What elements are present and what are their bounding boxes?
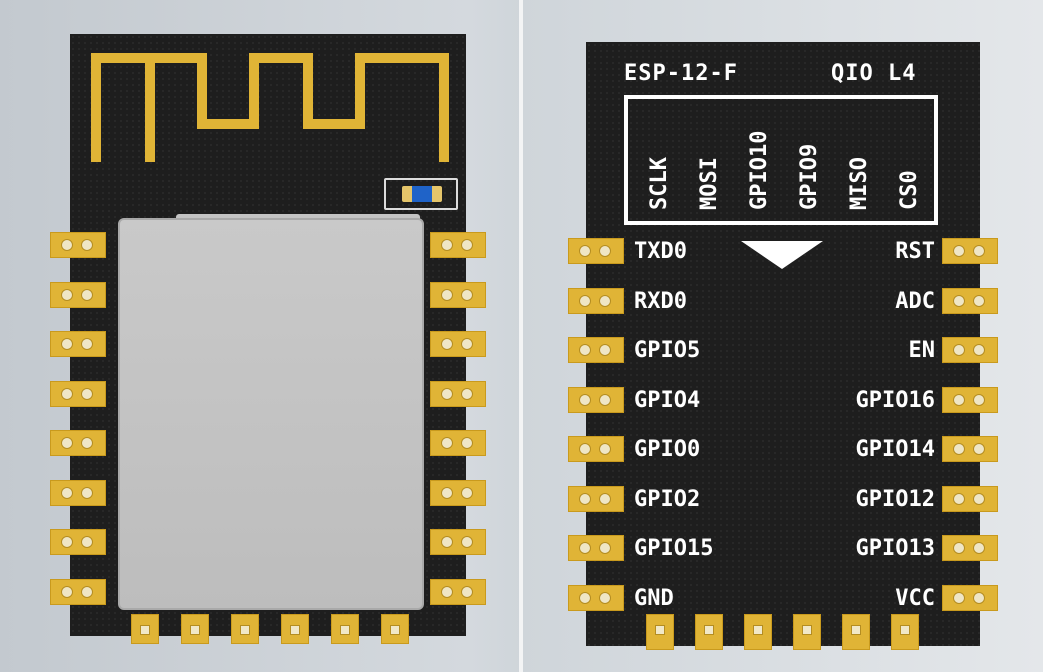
flash-pin-label: MOSI [697,157,722,210]
flash-pin-label: SCLK [647,157,672,210]
front-left-pad [50,479,106,506]
front-left-pad [50,529,106,555]
back-left-pad [568,535,624,561]
front-bottom-pad [181,614,209,644]
flash-pin-label: CS0 [897,170,922,210]
back-right-pad [942,386,998,413]
back-left-pad [568,584,624,611]
front-right-pad [430,331,486,357]
right-pin-label: GPIO14 [855,437,935,462]
left-pin-label: GPIO15 [634,536,714,561]
back-left-pad [568,485,624,512]
flash-pin-label: GPIO9 [797,143,822,210]
front-bottom-pad [281,614,309,644]
left-pin-label: GPIO5 [634,338,701,363]
right-pin-label: GPIO12 [855,486,935,512]
flash-pin-label: MISO [847,157,872,210]
front-right-pad [430,479,486,506]
back-left-pad [568,436,624,462]
back-left-pad [568,238,624,264]
front-left-pad [50,232,106,258]
back-right-pad [942,287,998,314]
right-pin-label: ADC [895,288,935,314]
left-pin-label: GPIO2 [634,486,701,512]
back-bottom-pad [744,614,772,650]
front-bottom-pad [231,614,259,644]
left-pin-label: RXD0 [634,288,687,314]
left-pin-label: GPIO0 [634,437,701,462]
front-bottom-pad [331,614,359,644]
left-pin-label: GPIO4 [634,387,701,413]
back-right-pad [942,535,998,561]
right-pin-label: RST [895,239,935,264]
module-pinout-board [586,42,980,646]
back-right-pad [942,238,998,264]
orientation-arrow [741,241,823,269]
front-left-pad [50,380,106,407]
pcb-antenna-trace [91,53,449,162]
flash-pin-label: GPIO10 [747,130,772,210]
back-bottom-pad [842,614,870,650]
front-bottom-pad [381,614,409,644]
front-right-pad [430,529,486,555]
rf-shield-can [118,218,424,610]
right-pin-label: GPIO16 [855,387,935,413]
front-right-pad [430,380,486,407]
panel-divider [519,0,523,672]
left-pin-label: GND [634,585,674,611]
front-right-pad [430,281,486,308]
back-bottom-pad [891,614,919,650]
front-right-pad [430,578,486,605]
back-right-pad [942,436,998,462]
flash-mode: QIO L4 [831,61,917,86]
right-pin-label: VCC [895,585,935,611]
smd-led-lens [412,186,432,202]
back-left-pad [568,337,624,363]
front-bottom-pad [131,614,159,644]
back-bottom-pad [646,614,674,650]
left-pin-label: TXD0 [634,239,687,264]
front-left-pad [50,331,106,357]
back-left-pad [568,287,624,314]
back-right-pad [942,584,998,611]
back-bottom-pad [793,614,821,650]
flash-pin-box [624,95,938,225]
front-left-pad [50,578,106,605]
right-pin-label: GPIO13 [855,536,935,561]
right-pin-label: EN [908,338,936,363]
smd-led [384,178,458,210]
back-left-pad [568,386,624,413]
front-left-pad [50,281,106,308]
front-right-pad [430,430,486,456]
back-bottom-pad [695,614,723,650]
back-right-pad [942,485,998,512]
module-name: ESP-12-F [624,61,738,86]
front-right-pad [430,232,486,258]
front-left-pad [50,430,106,456]
back-right-pad [942,337,998,363]
